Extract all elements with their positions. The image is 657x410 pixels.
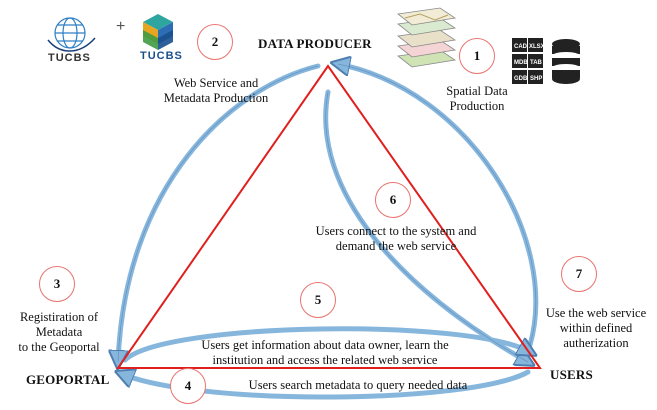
arrow-loop-top <box>122 326 530 363</box>
format-cad: CAD <box>514 44 528 50</box>
format-tab: TAB <box>530 60 543 66</box>
node-geoportal: GEOPORTAL <box>26 372 110 387</box>
step-5-circle: 5 <box>300 282 336 318</box>
step-4-text: Users search metadata to query needed da… <box>248 378 468 392</box>
format-shp: SHP <box>530 76 542 82</box>
step-3-circle: 3 <box>39 266 75 302</box>
node-data-producer: DATA PRODUCER <box>258 36 372 51</box>
arrow-loop-bottom <box>122 372 531 400</box>
plus-sign: + <box>116 18 126 35</box>
arrow-producer-to-geoportal <box>118 63 321 362</box>
node-users: USERS <box>550 367 593 382</box>
step-5-text: Users get information about data owner, … <box>201 338 449 367</box>
step-1-circle: 1 <box>459 38 495 74</box>
map-layers-icon <box>397 7 457 68</box>
step-2-circle: 2 <box>197 24 233 60</box>
file-format-icons: CAD XLSX MDB TAB GDB SHP <box>512 38 545 84</box>
step-6-circle: 6 <box>375 182 411 218</box>
format-gdb: GDB <box>514 76 528 82</box>
format-xlsx: XLSX <box>529 44 545 50</box>
tucbs-globe-logo <box>47 17 96 52</box>
tucbs-left-label: TUCBS <box>48 52 91 64</box>
database-icon <box>552 39 580 84</box>
tucbs-right-label: TUCBS <box>140 50 183 62</box>
red-triangle <box>116 64 542 369</box>
tucbs-cube-logo <box>143 14 173 50</box>
step-7-circle: 7 <box>561 256 597 292</box>
step-4-circle: 4 <box>170 368 206 404</box>
format-mdb: MDB <box>514 60 528 66</box>
